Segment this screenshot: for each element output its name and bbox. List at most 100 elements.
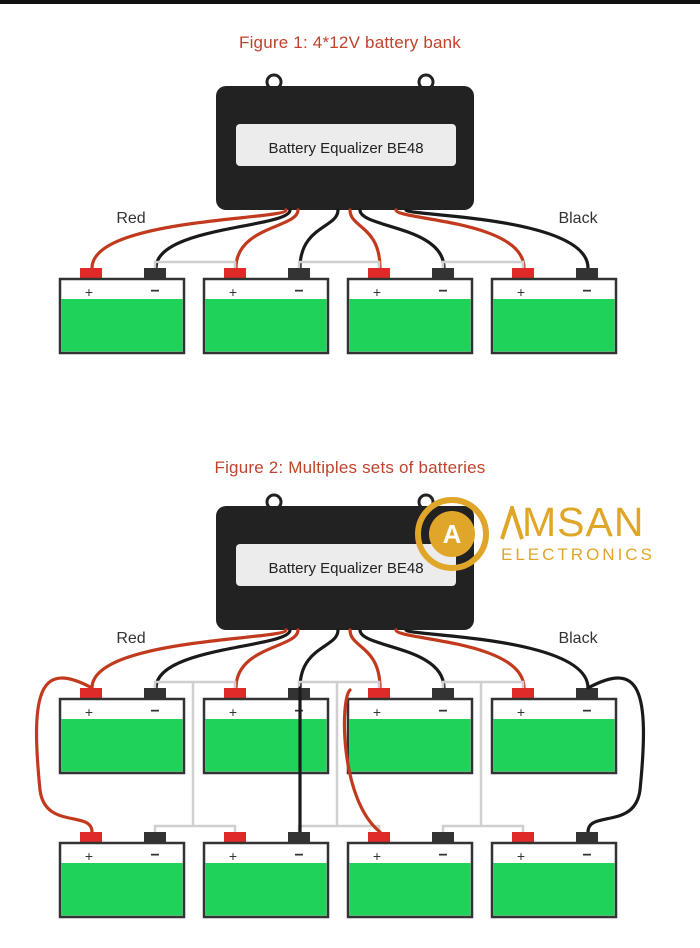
positive-sign: + (517, 848, 525, 864)
battery-charge (205, 299, 327, 352)
negative-sign: − (582, 283, 591, 300)
negative-sign: − (294, 283, 303, 300)
battery-charge (493, 719, 615, 772)
red-wire (394, 628, 526, 690)
positive-terminal (512, 688, 534, 699)
equalizer-label-plate (236, 124, 456, 166)
logo-name-text: MSAN (522, 499, 645, 545)
positive-sign: + (85, 848, 93, 864)
positive-sign: + (373, 284, 381, 300)
positive-terminal (80, 832, 102, 843)
black-wire (298, 628, 340, 690)
series-link (297, 824, 381, 832)
positive-sign: + (85, 704, 93, 720)
series-link (441, 824, 525, 832)
battery-charge (205, 863, 327, 916)
negative-terminal (144, 688, 166, 699)
positive-sign: + (85, 284, 93, 300)
series-link (297, 680, 381, 688)
positive-sign: + (517, 704, 525, 720)
negative-sign: − (150, 703, 159, 720)
series-link (153, 260, 237, 268)
black-wire (358, 628, 446, 690)
black-wire (154, 628, 292, 690)
black-wire-label: Black (558, 630, 598, 647)
positive-sign: + (373, 848, 381, 864)
negative-sign: − (582, 703, 591, 720)
series-link (441, 260, 525, 268)
series-link (441, 680, 525, 688)
figure2-title: Figure 2: Multiples sets of batteries (214, 458, 486, 477)
positive-terminal (80, 268, 102, 279)
red-wire (90, 628, 288, 690)
red-wire (234, 208, 300, 270)
negative-sign: − (150, 847, 159, 864)
black-wire (154, 208, 292, 270)
positive-terminal (80, 688, 102, 699)
negative-terminal (576, 832, 598, 843)
positive-sign: + (517, 284, 525, 300)
positive-sign: + (373, 704, 381, 720)
battery-charge (493, 863, 615, 916)
negative-sign: − (438, 283, 447, 300)
positive-terminal (368, 688, 390, 699)
battery-charge (205, 719, 327, 772)
positive-terminal (224, 268, 246, 279)
red-wire (348, 628, 382, 690)
battery-charge (493, 299, 615, 352)
positive-terminal (368, 832, 390, 843)
positive-terminal (224, 832, 246, 843)
red-wire (90, 208, 288, 270)
red-wire (34, 676, 94, 834)
positive-sign: + (229, 848, 237, 864)
negative-terminal (288, 268, 310, 279)
red-wire (342, 688, 382, 834)
logo-letter: A (443, 519, 462, 549)
black-wire-label: Black (558, 210, 598, 227)
negative-terminal (432, 832, 454, 843)
logo-name: MSAN (500, 499, 644, 546)
battery-charge (61, 719, 183, 772)
top-border (0, 0, 700, 4)
negative-sign: − (582, 847, 591, 864)
negative-terminal (432, 268, 454, 279)
positive-terminal (224, 688, 246, 699)
logo-lambda-icon (500, 501, 524, 540)
positive-terminal (368, 268, 390, 279)
negative-terminal (576, 688, 598, 699)
positive-sign: + (229, 284, 237, 300)
black-wire (404, 208, 590, 270)
black-wire (404, 628, 590, 690)
black-wire (358, 208, 446, 270)
black-wire (298, 208, 340, 270)
red-wire (234, 628, 300, 690)
battery-charge (61, 863, 183, 916)
red-wire-label: Red (116, 210, 145, 227)
negative-terminal (576, 268, 598, 279)
positive-terminal (512, 268, 534, 279)
figure1-title: Figure 1: 4*12V battery bank (238, 33, 461, 52)
negative-terminal (144, 268, 166, 279)
battery-charge (349, 719, 471, 772)
equalizer-label-plate (236, 544, 456, 586)
brand-logo: A MSAN ELECTRONICS (414, 497, 674, 577)
negative-sign: − (294, 847, 303, 864)
battery-charge (349, 299, 471, 352)
battery-charge (349, 863, 471, 916)
negative-terminal (144, 832, 166, 843)
negative-terminal (432, 688, 454, 699)
negative-sign: − (438, 703, 447, 720)
red-wire (348, 208, 382, 270)
logo-emblem-icon: A (415, 497, 489, 571)
red-wire-label: Red (116, 630, 145, 647)
positive-sign: + (229, 704, 237, 720)
series-link (153, 680, 237, 688)
negative-terminal (288, 832, 310, 843)
equalizer-label: Battery Equalizer BE48 (268, 140, 423, 157)
negative-sign: − (150, 283, 159, 300)
series-link (297, 260, 381, 268)
black-wire (586, 676, 646, 834)
series-link (153, 824, 237, 832)
battery-charge (61, 299, 183, 352)
